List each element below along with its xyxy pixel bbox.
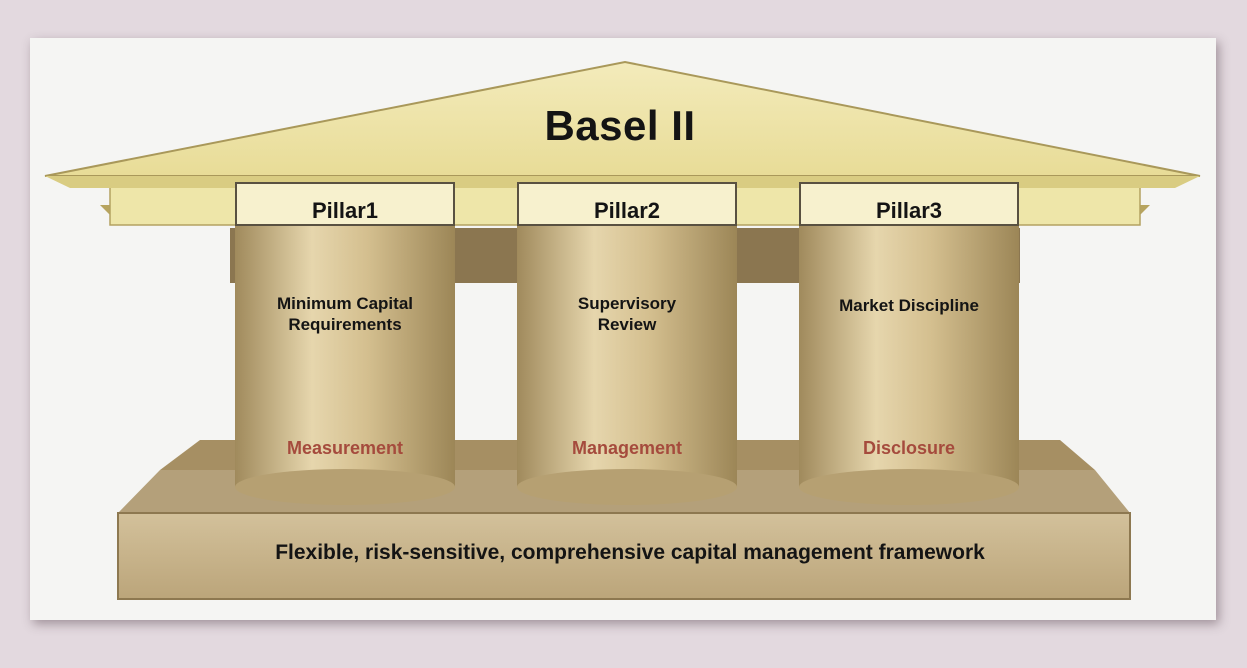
column-1: [235, 225, 455, 505]
pillar1-heading: Pillar1: [311, 198, 379, 223]
diagram-title: Basel II: [544, 102, 696, 149]
pillar2-heading: Pillar2: [593, 198, 661, 223]
pillar2-description: Supervisory Review: [577, 294, 677, 335]
base-front: [117, 512, 1131, 600]
pillar3-description: Market Discipline: [839, 296, 979, 315]
pillar2-header-box: [517, 182, 737, 226]
pillar1-description: Minimum Capital Requirements: [276, 294, 413, 335]
pillar3-focus: Disclosure: [862, 438, 956, 458]
pillar1-header-box: [235, 182, 455, 226]
column-3: [799, 225, 1019, 505]
pillar3-heading: Pillar3: [875, 198, 943, 223]
column-2: [517, 225, 737, 505]
pillar3-header-box: [799, 182, 1019, 226]
foundation-text: Flexible, risk-sensitive, comprehensive …: [275, 541, 985, 564]
pillar2-focus: Management: [571, 438, 683, 458]
pillar1-focus: Measurement: [286, 438, 404, 458]
